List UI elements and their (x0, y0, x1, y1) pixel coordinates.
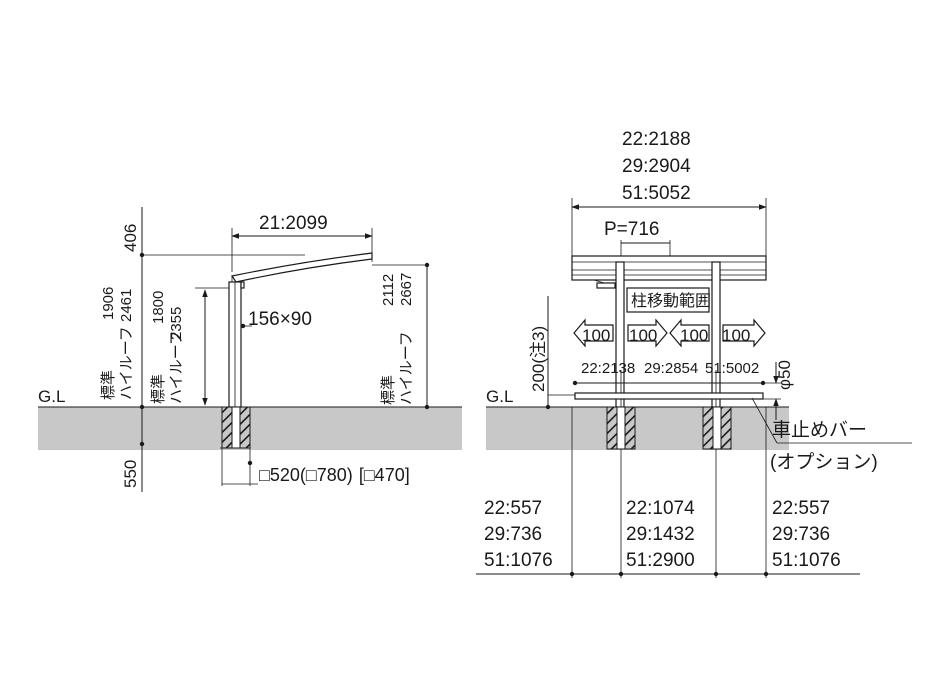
side-roof-panel (231, 252, 373, 283)
front-roof-panel (571, 255, 767, 281)
car-stop-bar-label: 車止めバー (772, 419, 867, 441)
inner-label-std: 標準 (150, 374, 167, 404)
width-line-2: 29:2904 (622, 156, 691, 177)
bottom-left-line-2: 29:736 (484, 524, 542, 545)
front-label-std: 標準 (380, 375, 397, 405)
side-view: 406 1906 2461 標準 ハイルーフ 1800 2355 標準 ハイルー… (100, 207, 430, 492)
bar-span-1: 22:2138 (581, 360, 635, 377)
top-offset-dimension: 406 (121, 224, 140, 252)
bar-height-dimension: 200(注3) (529, 326, 548, 392)
ground-level-label-right: G.L (486, 387, 513, 406)
pitch-dimension: P=716 (604, 219, 659, 240)
car-stop-bar (574, 392, 764, 400)
footing-size-dimension: □520(□780)[□470] (259, 465, 410, 485)
inner-height-std-value: 1800 (150, 291, 167, 324)
inner-label-high: ハイルーフ (168, 330, 185, 404)
bottom-right-line-3: 51:1076 (772, 550, 841, 571)
move-arrow-3: 100 (680, 326, 708, 345)
bottom-center-line-2: 29:1432 (626, 524, 695, 545)
post-height-high-value: 2461 (118, 289, 135, 322)
move-arrow-4: 100 (722, 326, 750, 345)
post-section-dimension: 156×90 (248, 309, 312, 330)
width-line-3: 51:5052 (622, 183, 691, 204)
front-height-std-value: 2112 (380, 274, 397, 306)
bottom-left-line-3: 51:1076 (484, 550, 553, 571)
front-view: 22:2188 29:2904 51:5052 P=716 柱移動範囲 100 … (476, 129, 912, 578)
bottom-center-line-1: 22:1074 (626, 498, 695, 519)
ground-level-label-left: G.L (38, 387, 65, 406)
bottom-left-line-1: 22:557 (484, 498, 542, 519)
inner-height-high-value: 2355 (168, 307, 185, 340)
ground-band-right (486, 407, 789, 450)
bottom-center-line-3: 51:2900 (626, 550, 695, 571)
front-post-left (615, 261, 625, 408)
foundation-depth-dimension: 550 (121, 460, 140, 488)
post-move-range-label: 柱移動範囲 (631, 292, 711, 310)
post-height-std-value: 1906 (100, 287, 117, 320)
bar-span-2: 29:2854 (644, 360, 698, 377)
car-stop-bar-option-label: (オプション) (770, 451, 878, 473)
left-label-high: ハイルーフ (118, 326, 135, 400)
bar-diameter-dimension: φ50 (775, 360, 794, 390)
front-label-high: ハイルーフ (398, 331, 415, 405)
bar-span-3: 51:5002 (705, 360, 759, 377)
bottom-right-line-2: 29:736 (772, 524, 830, 545)
left-label-std: 標準 (100, 370, 117, 400)
bottom-right-line-1: 22:557 (772, 498, 830, 519)
width-line-1: 22:2188 (622, 129, 691, 150)
move-arrow-1: 100 (582, 326, 610, 345)
front-height-high-value: 2667 (398, 273, 415, 306)
move-arrow-2: 100 (629, 326, 657, 345)
depth-span-dimension: 21:2099 (259, 213, 328, 234)
